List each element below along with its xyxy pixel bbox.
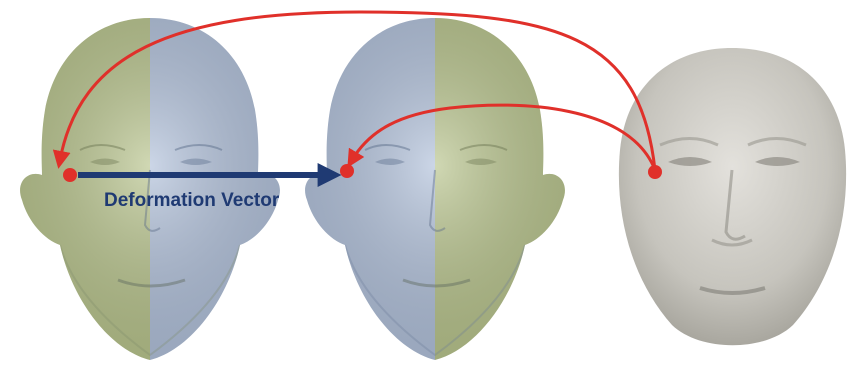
template-face-right: [619, 48, 846, 345]
landmark-dot-right: [648, 165, 662, 179]
face-scan-left: [0, 0, 300, 368]
deformation-vector-label: Deformation Vector: [104, 190, 280, 211]
landmark-dot-middle: [340, 164, 354, 178]
face-scan-middle: [285, 0, 585, 368]
landmark-dot-left: [63, 168, 77, 182]
template-face-surface: [619, 48, 846, 345]
